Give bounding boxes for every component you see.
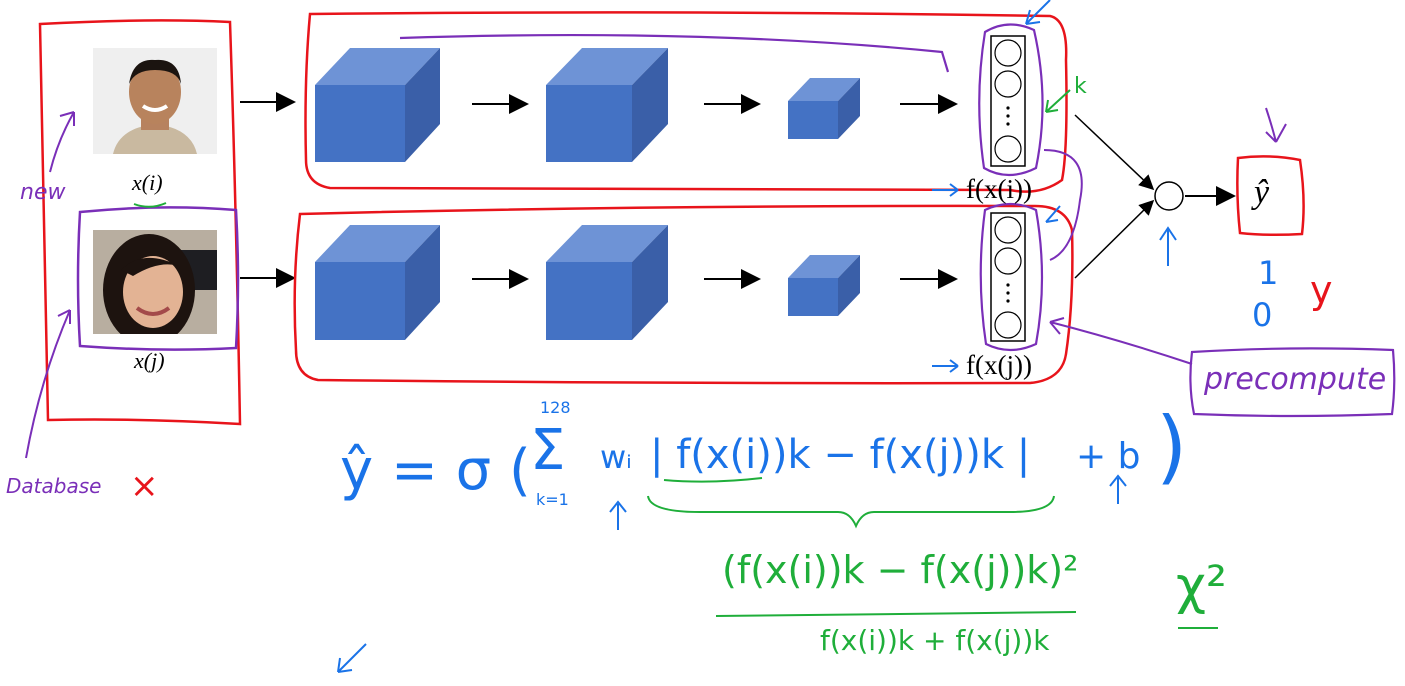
formula-bias: + b (1076, 436, 1140, 477)
chi-denominator: f(x(i))k + f(x(j))k (820, 624, 1050, 657)
combine-node-icon (1155, 182, 1183, 210)
green-underline-input (134, 203, 166, 207)
encoding-vector-bottom (991, 213, 1025, 341)
encoding-vector-top (991, 36, 1025, 166)
cube-icon (315, 225, 440, 340)
input-label-top: x(i) (132, 170, 163, 196)
output-label: ŷ (1254, 174, 1269, 212)
output-one: 1 (1258, 254, 1278, 292)
cube-icon (546, 48, 668, 162)
node-circle-icon (995, 136, 1021, 162)
new-annotation: new (20, 180, 65, 205)
output-down-arrow (1266, 108, 1286, 142)
database-annotation: Database (6, 474, 101, 498)
node-circle-icon (995, 40, 1021, 66)
green-underline-term (664, 478, 762, 482)
encoding-label-top: f(x(i)) (966, 174, 1032, 205)
ground-truth-y: y (1310, 268, 1333, 312)
formula-sum-top: 128 (540, 398, 571, 417)
database-cross-icon: × (130, 466, 159, 506)
cube-icon (315, 48, 440, 162)
new-arrow (50, 112, 74, 172)
cube-icon (788, 78, 860, 139)
arrow-icon (1075, 115, 1152, 188)
green-brace (648, 496, 1054, 526)
cube-icon (788, 255, 860, 316)
precompute-arrow (1050, 318, 1192, 364)
precompute-annotation: precompute (1204, 362, 1386, 397)
node-circle-icon (995, 217, 1021, 243)
blue-arrow-f-bottom (932, 360, 958, 372)
output-zero: 0 (1252, 296, 1272, 334)
bottom-photo-box (78, 207, 238, 349)
blue-arrow-bias (1110, 476, 1126, 504)
formula-close: ) (1156, 400, 1187, 493)
blue-arrow-weight (610, 502, 626, 530)
blue-arrow-bottom-left (338, 644, 366, 672)
blue-arrow-f-top (932, 184, 958, 196)
node-circle-icon (995, 71, 1021, 97)
blue-arrow-node (1160, 228, 1176, 266)
top-arc-arrow (400, 35, 948, 72)
formula-sum-symbol: Σ (530, 418, 565, 483)
formula-sum-bottom: k=1 (536, 490, 569, 509)
output-box (1237, 156, 1303, 234)
chi-numerator: (f(x(i))k − f(x(j))k)² (722, 548, 1078, 592)
k-label: k (1074, 74, 1087, 99)
input-label-bottom: x(j) (134, 348, 165, 374)
node-circle-icon (995, 248, 1021, 274)
cube-icon (546, 225, 668, 340)
formula-abs-term: | f(x(i))k − f(x(j))k | (650, 432, 1030, 478)
formula-lhs: ŷ = σ ( (340, 438, 531, 503)
encoding-label-bottom: f(x(j)) (966, 350, 1032, 381)
node-circle-icon (995, 312, 1021, 338)
chi-symbol: χ² (1176, 556, 1227, 616)
blue-arrow-top-vector (1026, 0, 1050, 24)
arrow-icon (1075, 202, 1152, 278)
fraction-bar (716, 612, 1076, 616)
formula-weight: wᵢ (600, 438, 632, 476)
